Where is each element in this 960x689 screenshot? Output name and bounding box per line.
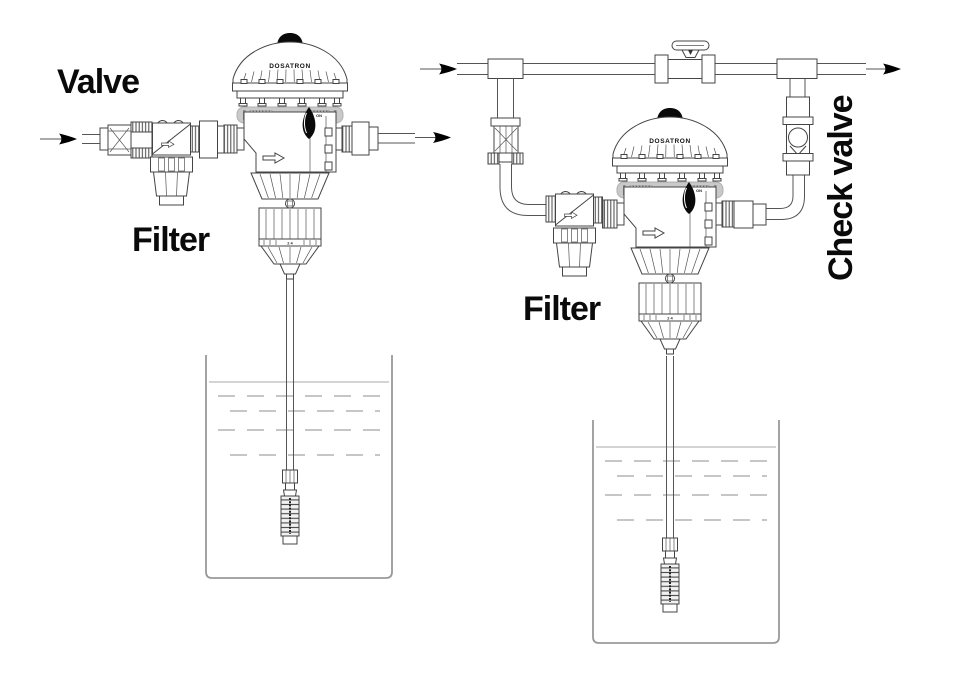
valve-label: Valve (57, 63, 139, 101)
inlet-coupling (199, 120, 218, 159)
main-line-pipe (457, 63, 866, 75)
discharge-coupling (733, 200, 754, 229)
right-installation: Filter Check valve (420, 40, 901, 644)
left-tee-fitting (487, 58, 524, 79)
inline-valve (99, 121, 153, 159)
left-suction-strainer (280, 469, 300, 545)
right-dosing-pump (603, 107, 735, 355)
outlet-flow-arrow (433, 132, 451, 143)
outlet-pipe (378, 133, 415, 144)
left-filter-unit (150, 120, 200, 206)
left-filter-label: Filter (132, 221, 210, 259)
filter-inlet-nut (545, 195, 556, 223)
bypass-inlet-arrow (439, 63, 457, 75)
suction-elbow-pipe (499, 164, 547, 216)
left-suction-tube (286, 279, 294, 470)
discharge-elbow-pipe (766, 175, 805, 220)
inlet-flow-arrow (59, 133, 77, 145)
right-tee-fitting (776, 58, 818, 79)
inlet-pipe (82, 134, 101, 144)
check-valve-ball (788, 127, 808, 148)
outlet-coupling (351, 121, 370, 156)
right-filter-label: Filter (523, 290, 601, 328)
right-filter-unit (553, 191, 603, 277)
right-suction-strainer (660, 537, 680, 613)
left-dosing-pump (223, 32, 355, 280)
left-installation: Valve Filter (40, 32, 451, 579)
left-chemical-tank (205, 354, 393, 579)
check-valve-unit (782, 96, 814, 176)
right-suction-tube (666, 356, 674, 538)
right-chemical-tank (592, 419, 780, 644)
bypass-outlet-arrow (883, 63, 901, 75)
union-fitting (487, 117, 524, 165)
main-line-valve (654, 40, 716, 84)
check-valve-label: Check valve (822, 95, 860, 281)
